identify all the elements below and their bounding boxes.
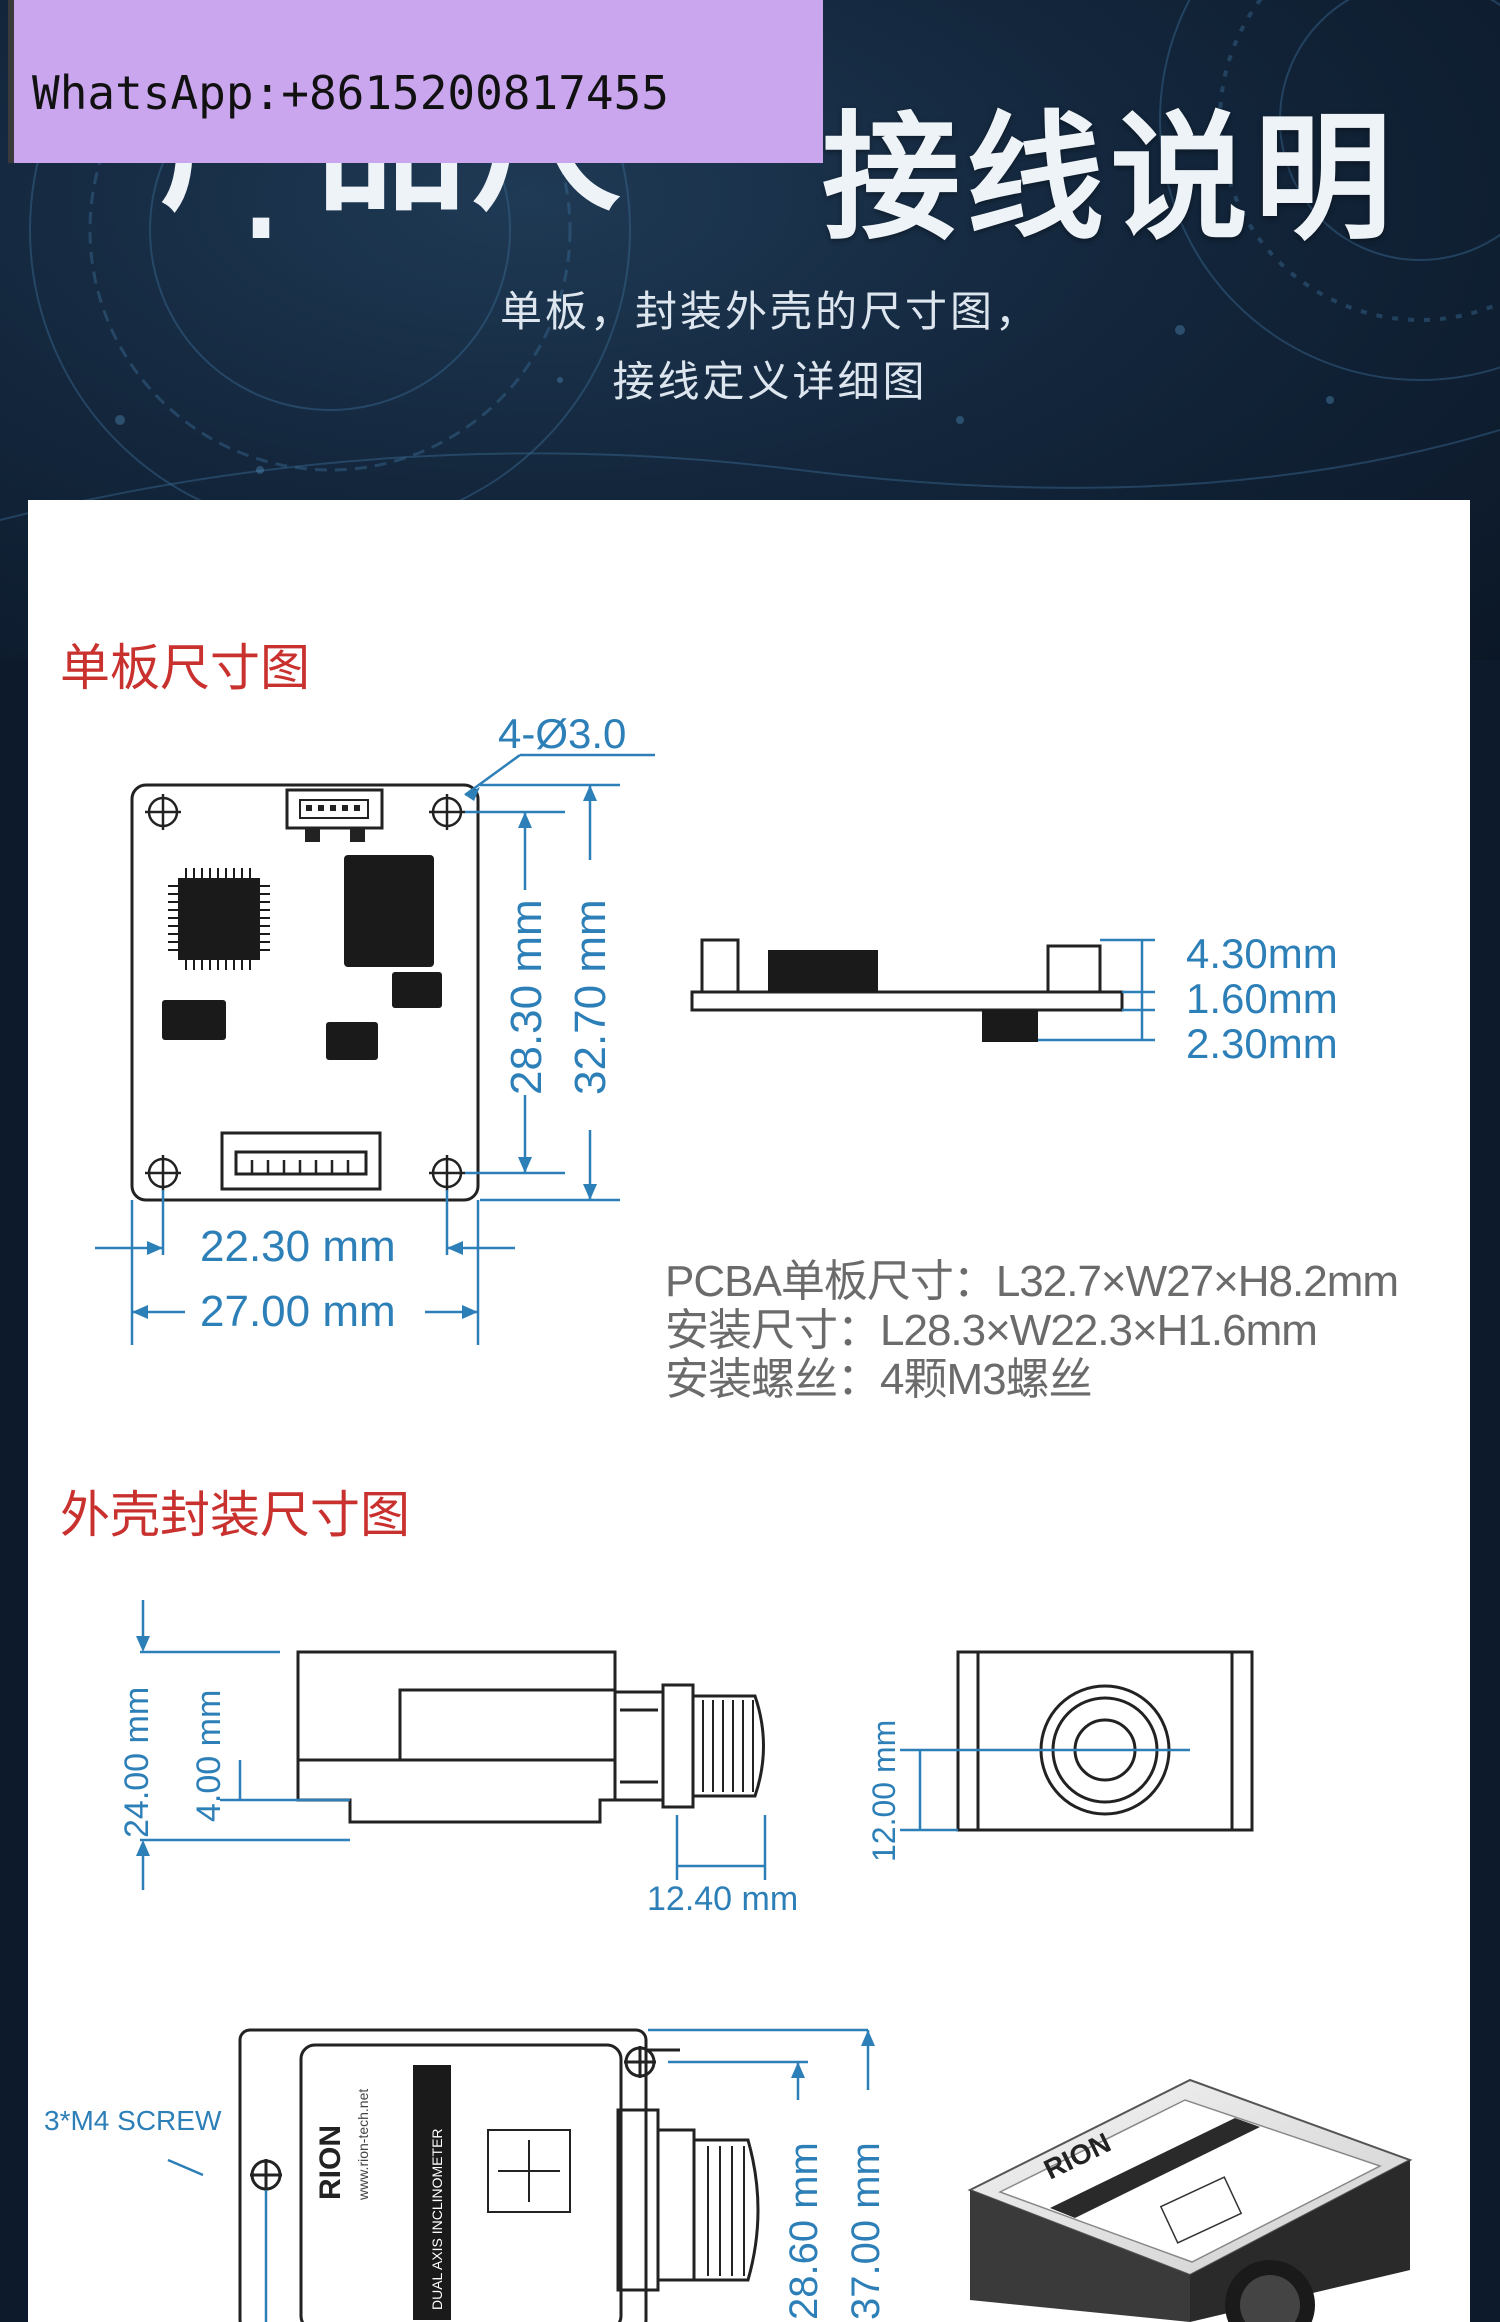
housing-height-label: 24.00 mm — [118, 1686, 156, 1838]
pcb-outline — [130, 783, 480, 1202]
spec-mount-size: 安装尺寸：L28.3×W22.3×H1.6mm — [665, 1306, 1318, 1355]
board-outer-width-label: 27.00 mm — [200, 1287, 396, 1336]
board-side-view-drawing — [690, 938, 1155, 1042]
whatsapp-text: WhatsApp:+8615200817455 — [32, 66, 669, 120]
board-components — [162, 855, 442, 1060]
board-top-view-drawing — [95, 753, 655, 1345]
whatsapp-watermark: WhatsApp:+8615200817455 — [8, 0, 823, 163]
connector-length-label: 12.40 mm — [647, 1880, 799, 1918]
mcu-chip — [168, 868, 270, 970]
device-brand-text: RION — [314, 2125, 347, 2200]
housing-outer-dim-label: 37.00 mm — [844, 2142, 888, 2320]
device-name-en-text: DUAL AXIS INCLINOMETER — [429, 2128, 445, 2310]
housing-front-view-drawing — [900, 1650, 1254, 1832]
side-height-bottom-label: 2.30mm — [1186, 1020, 1338, 1067]
product-3d-render: RION — [967, 2078, 1413, 2322]
board-inner-height-label: 28.30 mm — [502, 899, 551, 1095]
board-section-title: 单板尺寸图 — [60, 639, 310, 697]
hero-subtitle-line2: 接线定义详细图 — [612, 357, 928, 406]
top-connector — [285, 788, 384, 842]
housing-side-view-drawing — [136, 1600, 767, 1890]
bottom-connector — [220, 1131, 382, 1191]
side-height-top-label: 4.30mm — [1186, 930, 1338, 977]
housing-inner-dim-label: 28.60 mm — [782, 2142, 826, 2320]
device-url-text: www.rion-tech.net — [355, 2089, 371, 2201]
hero-title-right: 接线说明 — [822, 98, 1399, 259]
content-panel — [28, 500, 1470, 2322]
housing-base-label: 4.00 mm — [190, 1689, 228, 1822]
side-pcb-thickness-label: 1.60mm — [1186, 975, 1338, 1022]
board-inner-width-label: 22.30 mm — [200, 1222, 396, 1271]
housing-section-title: 外壳封装尺寸图 — [60, 1486, 410, 1544]
hole-diameter-label: 4-Ø3.0 — [498, 710, 627, 757]
housing-top-view-drawing: RION www.rion-tech.net DUAL AXIS INCLINO… — [167, 2028, 875, 2322]
spec-pcba-size: PCBA单板尺寸：L32.7×W27×H8.2mm — [665, 1257, 1399, 1306]
board-outer-height-label: 32.70 mm — [566, 899, 615, 1095]
center-height-label: 12.00 mm — [866, 1719, 902, 1862]
mounting-holes — [145, 794, 465, 1191]
hero-subtitle-line1: 单板，封装外壳的尺寸图， — [499, 287, 1040, 336]
screw-label: 3*M4 SCREW — [44, 2105, 222, 2136]
spec-screws: 安装螺丝：4颗M3螺丝 — [665, 1355, 1093, 1404]
